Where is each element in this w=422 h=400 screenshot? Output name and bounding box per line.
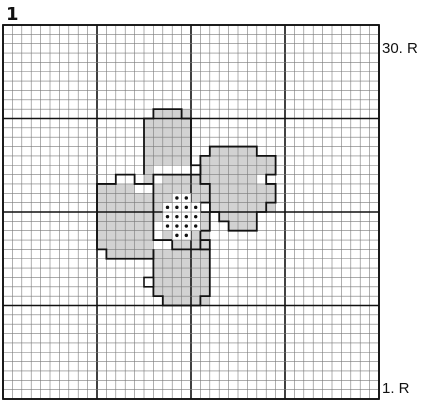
center-dot bbox=[166, 224, 169, 227]
shaded-cell bbox=[210, 147, 257, 156]
shaded-cell bbox=[144, 175, 153, 184]
center-dot bbox=[175, 215, 178, 218]
shaded-cell bbox=[153, 249, 162, 258]
center-dot bbox=[175, 234, 178, 237]
shaded-cell bbox=[229, 221, 257, 230]
center-dot bbox=[194, 206, 197, 209]
center-dot bbox=[175, 206, 178, 209]
shaded-cell bbox=[144, 128, 191, 137]
shaded-cell bbox=[163, 296, 210, 305]
center-dot bbox=[185, 206, 188, 209]
notch-cell bbox=[144, 277, 153, 286]
shaded-cell bbox=[144, 147, 191, 156]
shaded-cell bbox=[106, 249, 153, 258]
center-dot bbox=[194, 224, 197, 227]
row-label-bottom: 1. R bbox=[382, 380, 410, 397]
center-dot bbox=[166, 206, 169, 209]
center-dot bbox=[185, 196, 188, 199]
shaded-cell bbox=[144, 137, 191, 146]
center-dot bbox=[175, 224, 178, 227]
shaded-cell bbox=[144, 156, 191, 165]
center-dot bbox=[175, 196, 178, 199]
center-dot bbox=[194, 215, 197, 218]
center-dot bbox=[166, 215, 169, 218]
center-dot bbox=[185, 234, 188, 237]
notch-cell bbox=[200, 203, 209, 212]
shaded-cell bbox=[144, 119, 191, 128]
center-dot bbox=[185, 224, 188, 227]
row-label-top: 30. R bbox=[382, 40, 418, 57]
center-dot bbox=[185, 215, 188, 218]
